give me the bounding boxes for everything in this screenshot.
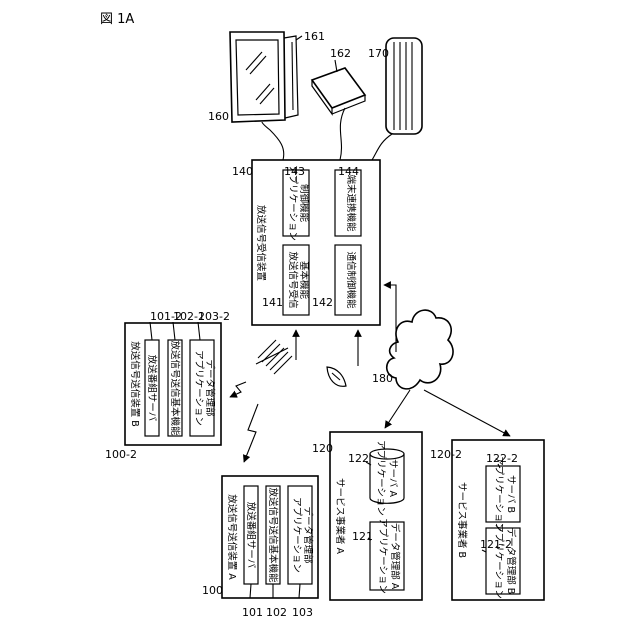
broadcast-transmitter-b: 放送信号送信装置 B 放送番組サーバ 放送信号送信基本機能 アプリケーション デ… bbox=[105, 310, 230, 461]
cable-device bbox=[340, 108, 345, 160]
app-control-line2: 制御機能 bbox=[298, 184, 310, 223]
network-to-provider-a-arrow bbox=[385, 390, 410, 428]
ref-141: 141 bbox=[262, 296, 283, 309]
ref-102: 102 bbox=[266, 606, 287, 619]
mgmt-b-line1: アプリケーション bbox=[493, 523, 504, 599]
network-to-provider-b-arrow bbox=[424, 390, 510, 436]
provider-b-title: サービス事業者 B bbox=[456, 482, 468, 558]
mgmt-a-line2: データ管理部 A bbox=[389, 523, 401, 590]
transmitter-a-title: 放送信号送信装置 A bbox=[226, 494, 238, 580]
service-provider-b: サービス事業者 B アプリケーション サーバ B アプリケーション データ管理部… bbox=[430, 440, 544, 600]
satellite-dish-icon bbox=[327, 367, 346, 386]
tx-b-basic-function-label: 放送信号送信基本機能 bbox=[169, 340, 181, 436]
recv-basic-line2: 基本機能 bbox=[298, 261, 310, 300]
terminal-link-label: 端末連携機能 bbox=[345, 174, 357, 232]
tx-b-program-server-label: 放送番組サーバ bbox=[146, 355, 158, 422]
mgmt-a-line1: アプリケーション bbox=[377, 518, 388, 594]
ref-100: 100 bbox=[202, 584, 223, 597]
ref-122-2: 122-2 bbox=[486, 452, 518, 465]
tx-a-app-data-line2: データ管理部 bbox=[302, 506, 314, 563]
provider-a-title: サービス事業者 A bbox=[334, 478, 346, 555]
ref-103: 103 bbox=[292, 606, 313, 619]
recv-basic-line1: 放送信号受信 bbox=[287, 251, 299, 308]
ref-144: 144 bbox=[338, 165, 359, 178]
ref-140: 140 bbox=[232, 165, 253, 178]
server-a-line1: アプリケーション bbox=[375, 440, 386, 516]
ref-121: 121 bbox=[352, 530, 373, 543]
ref-121-2: 121-2 bbox=[480, 538, 512, 551]
comm-control-label: 通信制御機能 bbox=[345, 251, 357, 309]
storage-device: 170 bbox=[368, 38, 422, 134]
peripheral-device: 162 bbox=[312, 47, 365, 114]
ref-143: 143 bbox=[284, 165, 305, 178]
server-b-line2: サーバ B bbox=[505, 475, 516, 513]
tx-b-app-data-line1: アプリケーション bbox=[193, 350, 204, 426]
ref-120-2: 120-2 bbox=[430, 448, 462, 461]
wireless-link-tx-a bbox=[244, 404, 258, 462]
broadcast-transmitter-a: 放送信号送信装置 A 放送番組サーバ 放送信号送信基本機能 アプリケーション デ… bbox=[202, 476, 318, 619]
antenna-icon bbox=[256, 340, 292, 374]
tx-a-basic-function-label: 放送信号送信基本機能 bbox=[267, 487, 279, 583]
tx-a-app-data-line1: アプリケーション bbox=[291, 497, 302, 573]
ref-160: 160 bbox=[208, 110, 229, 123]
cable-storage bbox=[372, 134, 392, 160]
network-cloud: 180 bbox=[372, 310, 453, 389]
broadcast-receiver-device: 放送信号受信装置 アプリケーション 制御機能 放送信号受信 基本機能 端末連携機… bbox=[232, 160, 380, 325]
wireless-link-tx-b bbox=[230, 382, 246, 397]
ref-120: 120 bbox=[312, 442, 333, 455]
ref-170: 170 bbox=[368, 47, 389, 60]
service-provider-a: サービス事業者 A アプリケーション サーバ A アプリケーション データ管理部… bbox=[312, 432, 422, 600]
receiver-title: 放送信号受信装置 bbox=[255, 205, 267, 281]
tx-a-program-server-label: 放送番組サーバ bbox=[245, 502, 257, 569]
ref-101: 101 bbox=[242, 606, 263, 619]
server-a-line2: サーバ A bbox=[387, 459, 398, 497]
ref-161: 161 bbox=[304, 30, 325, 43]
monitor-device: 160 161 bbox=[208, 30, 325, 123]
server-b-line1: アプリケーション bbox=[493, 456, 504, 532]
ref-122: 122 bbox=[348, 452, 369, 465]
network-to-receiver-arrow bbox=[384, 285, 396, 352]
tx-b-app-data-line2: データ管理部 bbox=[204, 359, 216, 416]
ref-142: 142 bbox=[312, 296, 333, 309]
ref-100-2: 100-2 bbox=[105, 448, 137, 461]
ref-162: 162 bbox=[330, 47, 351, 60]
transmitter-b-title: 放送信号送信装置 B bbox=[129, 341, 141, 427]
cable-monitor bbox=[262, 122, 284, 160]
ref-103-2: 103-2 bbox=[198, 310, 230, 323]
ref-180: 180 bbox=[372, 372, 393, 385]
